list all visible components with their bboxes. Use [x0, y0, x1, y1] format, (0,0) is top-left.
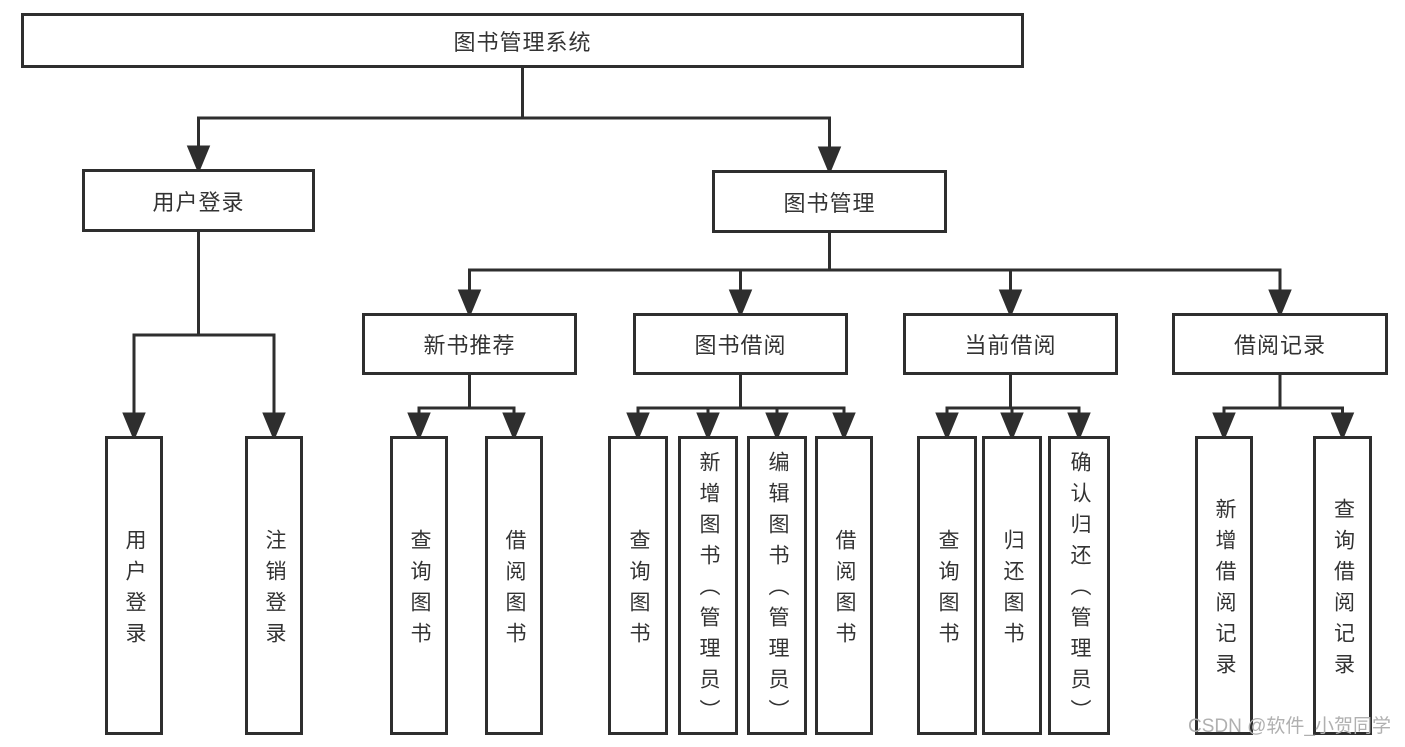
arrowhead	[1268, 289, 1292, 318]
arrowhead	[1212, 412, 1236, 441]
tree-edges	[122, 68, 1355, 441]
node-label: 图书管理	[783, 190, 876, 216]
arrowhead	[935, 412, 959, 441]
leaf-label: 查询图书	[408, 528, 431, 653]
leaf-query-books-recommend: 查询图书	[390, 436, 448, 735]
edge-new-book-children	[407, 375, 526, 441]
arrowhead	[626, 412, 650, 441]
leaf-return-book: 归还图书	[982, 436, 1042, 735]
leaf-query-books-borrow: 查询图书	[608, 436, 668, 735]
leaf-label: 借阅图书	[503, 528, 526, 653]
leaf-confirm-return-admin: 确认归还（管理员）	[1048, 436, 1110, 735]
arrowhead	[832, 412, 856, 441]
arrowhead	[696, 412, 720, 441]
node-label: 图书借阅	[694, 333, 787, 358]
leaf-query-books-current: 查询图书	[917, 436, 977, 735]
node-root-library-system: 图书管理系统	[21, 13, 1024, 68]
leaf-borrow-books-recommend: 借阅图书	[485, 436, 543, 735]
leaf-label: 借阅图书	[833, 528, 856, 653]
edge-book-borrow-children	[626, 375, 856, 441]
leaf-borrow-books-borrow: 借阅图书	[815, 436, 873, 735]
arrowhead	[817, 146, 842, 175]
leaf-label: 用户登录	[123, 528, 146, 653]
leaf-query-borrow-record: 查询借阅记录	[1313, 436, 1372, 735]
leaf-label: 查询借阅记录	[1331, 497, 1355, 684]
csdn-watermark: CSDN @软件_小贺同学	[1188, 716, 1391, 737]
edge-current-borrow-children	[935, 375, 1091, 441]
edge-root-to-level2	[186, 68, 842, 175]
node-label: 图书管理系统	[453, 29, 592, 55]
node-book-management: 图书管理	[712, 170, 947, 233]
edge-user-login-children	[122, 232, 286, 441]
node-borrow-records: 借阅记录	[1172, 313, 1388, 375]
leaf-edit-book-admin: 编辑图书（管理员）	[747, 436, 807, 735]
leaf-label: 查询图书	[936, 528, 959, 653]
arrowhead	[728, 289, 753, 318]
arrowhead	[186, 145, 211, 174]
leaf-user-login: 用户登录	[105, 436, 163, 735]
arrowhead	[262, 412, 286, 441]
arrowhead	[1330, 412, 1355, 441]
leaf-label: 编辑图书（管理员）	[766, 451, 789, 730]
arrowhead	[765, 412, 789, 441]
arrowhead	[1000, 412, 1024, 441]
leaf-label: 新增借阅记录	[1213, 497, 1236, 684]
node-label: 新书推荐	[423, 333, 516, 358]
leaf-add-book-admin: 新增图书（管理员）	[678, 436, 738, 735]
leaf-label: 注销登录	[263, 528, 286, 653]
leaf-label: 查询图书	[627, 528, 650, 653]
node-label: 借阅记录	[1233, 333, 1326, 358]
arrowhead	[1067, 412, 1091, 441]
node-label: 当前借阅	[964, 333, 1057, 358]
node-book-borrow: 图书借阅	[633, 313, 848, 375]
arrowhead	[502, 412, 526, 441]
leaf-logout: 注销登录	[245, 436, 303, 735]
arrowhead	[407, 412, 431, 441]
node-label: 用户登录	[152, 189, 245, 215]
arrowhead	[457, 289, 482, 318]
leaf-label: 确认归还（管理员）	[1068, 451, 1091, 730]
node-user-login: 用户登录	[82, 169, 315, 232]
leaf-label: 新增图书（管理员）	[697, 451, 720, 730]
edge-book-management-children	[457, 233, 1292, 318]
node-new-book-recommend: 新书推荐	[362, 313, 577, 375]
edge-borrow-records-children	[1212, 375, 1355, 441]
leaf-add-borrow-record: 新增借阅记录	[1195, 436, 1253, 735]
arrowhead	[998, 289, 1023, 318]
leaf-label: 归还图书	[1001, 528, 1024, 653]
arrowhead	[122, 412, 146, 441]
node-current-borrow: 当前借阅	[903, 313, 1118, 375]
